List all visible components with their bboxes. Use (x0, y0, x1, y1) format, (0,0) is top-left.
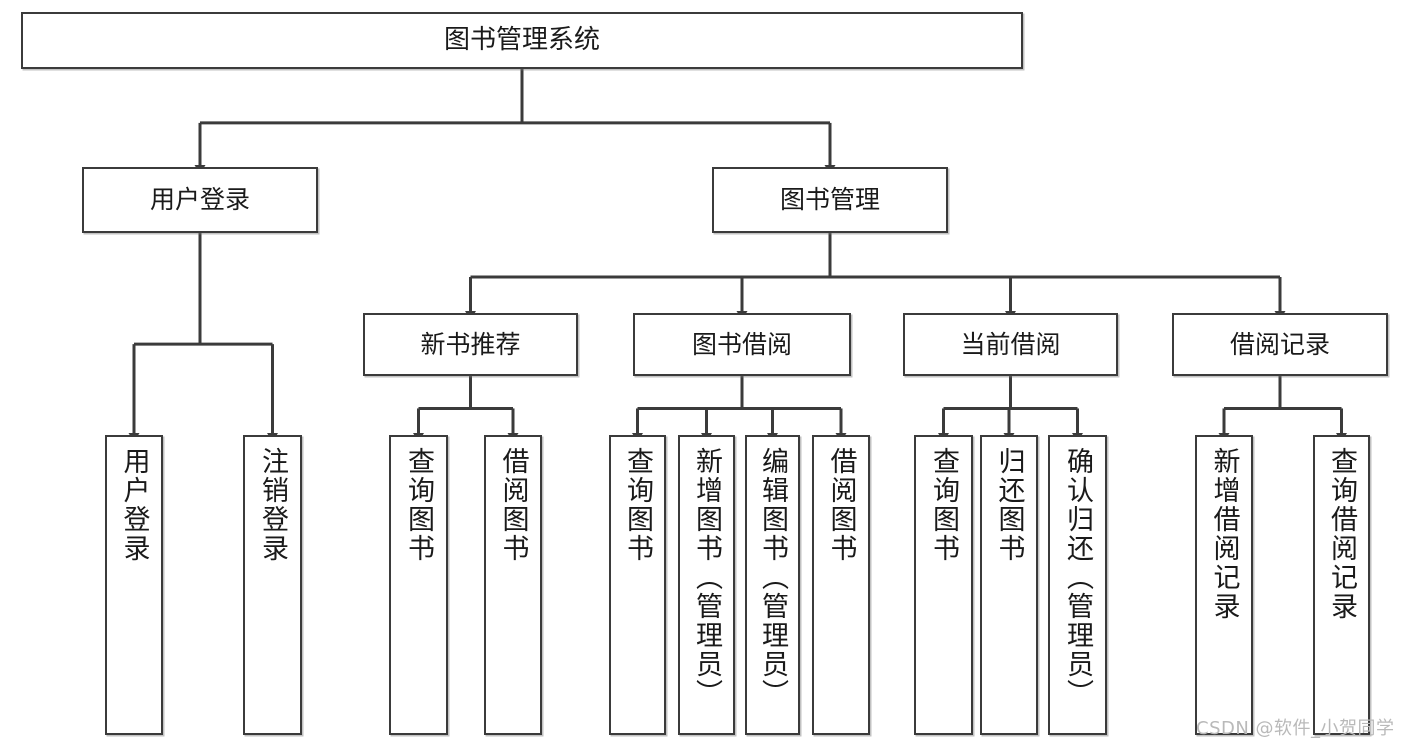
node-label: 查询图书 (403, 447, 434, 563)
node-label: 查询图书 (622, 447, 653, 563)
node-label: 查询图书 (928, 447, 959, 563)
node-leaf-records-1[interactable]: 新增借阅记录 (1195, 435, 1253, 735)
node-leaf-newbook-1[interactable]: 查询图书 (389, 435, 448, 735)
node-leaf-records-2[interactable]: 查询借阅记录 (1313, 435, 1370, 735)
node-borrow[interactable]: 图书借阅 (633, 313, 851, 376)
node-bookmgmt[interactable]: 图书管理 (712, 167, 948, 233)
node-newbook[interactable]: 新书推荐 (363, 313, 578, 376)
node-label: 用户登录 (149, 185, 250, 215)
node-label: 用户登录 (118, 447, 150, 563)
node-leaf-current-1[interactable]: 查询图书 (914, 435, 973, 735)
node-root[interactable]: 图书管理系统 (21, 12, 1023, 69)
node-label: 图书管理 (779, 185, 880, 215)
node-leaf-newbook-2[interactable]: 借阅图书 (484, 435, 542, 735)
node-label: 图书管理系统 (443, 25, 600, 56)
node-label: 新增借阅记录 (1208, 447, 1240, 621)
node-label: 借阅图书 (825, 447, 857, 563)
node-label: 当前借阅 (960, 329, 1061, 359)
node-records[interactable]: 借阅记录 (1172, 313, 1388, 376)
node-label: 查询借阅记录 (1326, 447, 1357, 621)
node-label: 借阅图书 (497, 447, 529, 563)
node-leaf-current-3[interactable]: 确认归还（管理员） (1048, 435, 1107, 735)
node-leaf-login-2[interactable]: 注销登录 (243, 435, 302, 735)
node-current[interactable]: 当前借阅 (903, 313, 1118, 376)
node-leaf-current-2[interactable]: 归还图书 (980, 435, 1038, 735)
node-label: 归还图书 (993, 447, 1025, 563)
node-label: 新增图书（管理员） (691, 447, 722, 708)
node-login[interactable]: 用户登录 (82, 167, 318, 233)
node-label: 确认归还（管理员） (1062, 447, 1093, 708)
node-label: 注销登录 (257, 447, 288, 563)
node-leaf-borrow-2[interactable]: 新增图书（管理员） (678, 435, 735, 735)
node-label: 新书推荐 (420, 329, 521, 359)
node-label: 编辑图书（管理员） (757, 447, 788, 708)
node-leaf-borrow-3[interactable]: 编辑图书（管理员） (745, 435, 800, 735)
node-leaf-borrow-1[interactable]: 查询图书 (609, 435, 666, 735)
node-leaf-borrow-4[interactable]: 借阅图书 (812, 435, 870, 735)
node-label: 图书借阅 (691, 329, 792, 359)
node-leaf-login-1[interactable]: 用户登录 (105, 435, 163, 735)
watermark: CSDN @软件_小贺同学 (1196, 718, 1395, 739)
node-label: 借阅记录 (1229, 329, 1330, 359)
edge-group (128, 69, 1347, 442)
